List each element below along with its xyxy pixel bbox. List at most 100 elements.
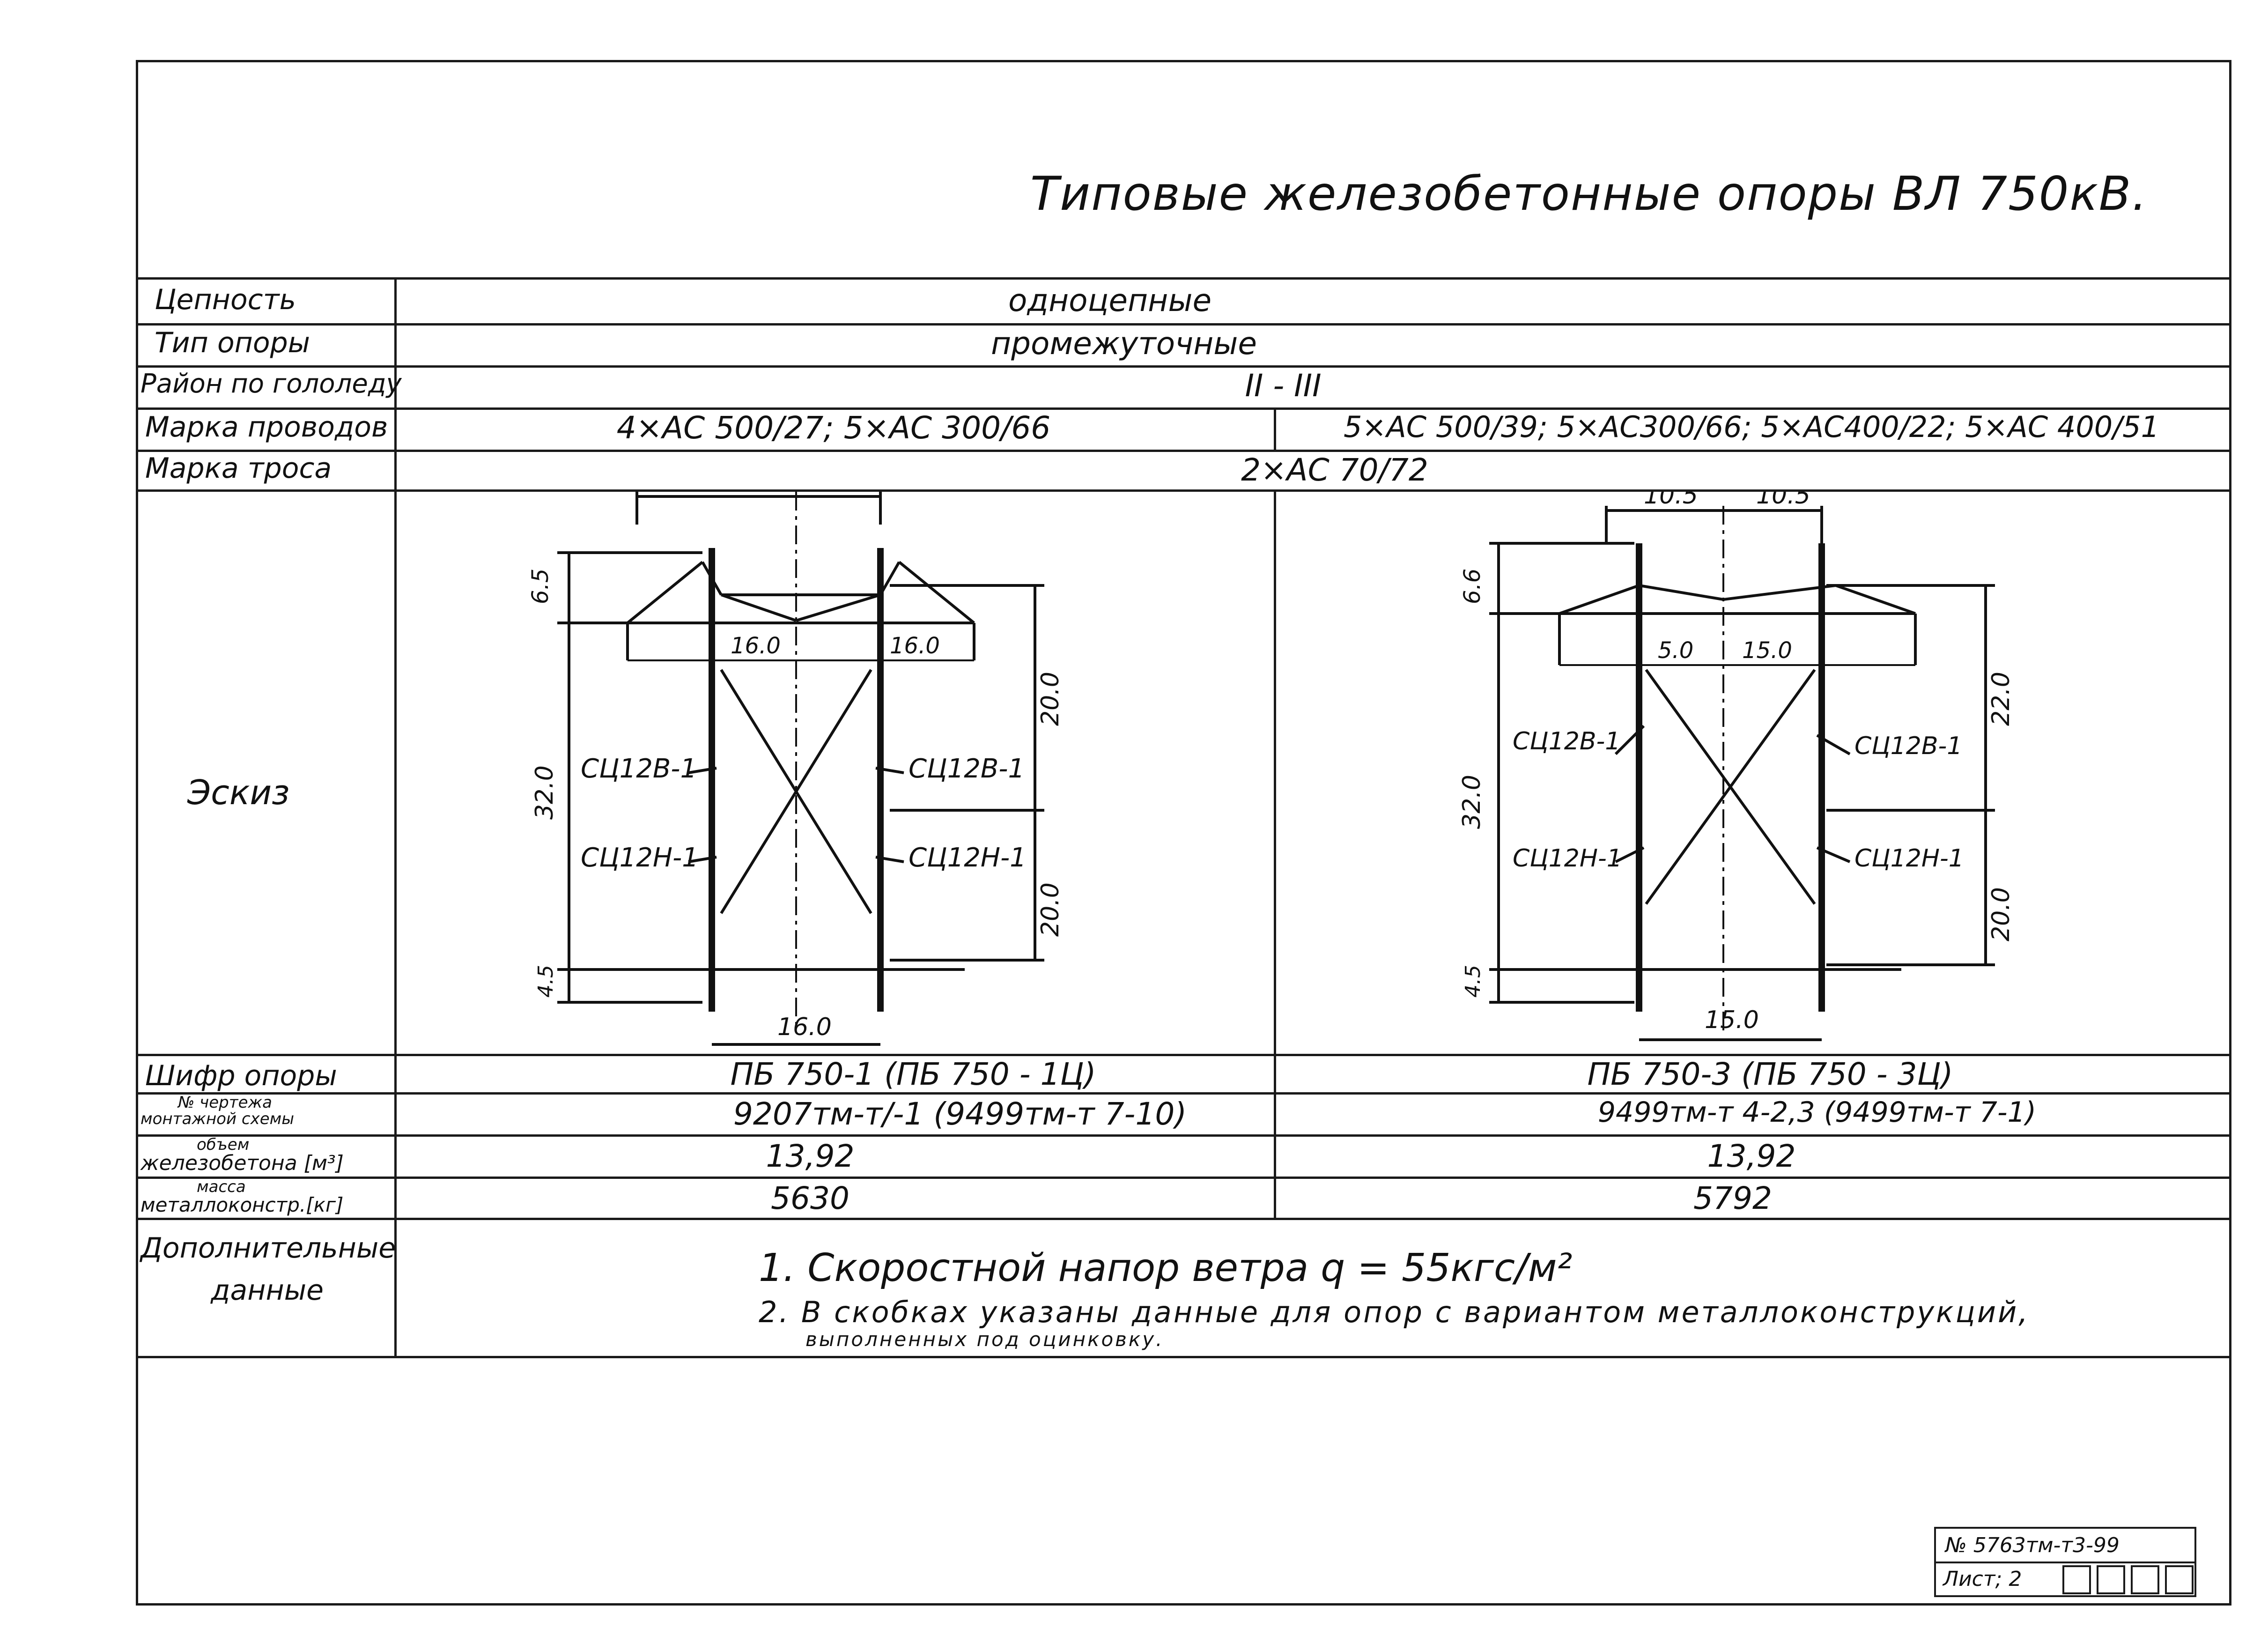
dim-cross-left: 5.0 [1658, 637, 1693, 664]
row-line [136, 1054, 2231, 1056]
note-3: выполненных под оцинковку. [805, 1328, 1164, 1351]
row-line [136, 450, 2231, 452]
dim-right-lower: 20.0 [1036, 882, 1064, 937]
arm [1835, 584, 1916, 615]
stamp-cell [2062, 1565, 2091, 1594]
document-title: Типовые железобетонные опоры ВЛ 750кВ. [1030, 166, 2148, 221]
ice-value: II - III [1245, 368, 1322, 404]
row-line [136, 1134, 2231, 1137]
leader [875, 856, 904, 863]
row-line [136, 1177, 2231, 1179]
post-lower-left-label: СЦ12Н-1 [581, 843, 699, 873]
drawing-left-value: 9207тм-т/-1 (9499тм-т 7-10) [733, 1096, 1187, 1132]
drawing-frame [136, 60, 2231, 1606]
chains-value: одноцепные [1008, 282, 1212, 318]
brace [720, 669, 872, 914]
stamp-sheet-label: Лист; 2 [1943, 1567, 2022, 1591]
volume-label-2: железобетона [м³] [140, 1151, 344, 1175]
sketch-right: 10.5 10.5 5.0 15.0 6.6 32.0 4.5 22.0 20.… [1458, 492, 2015, 1041]
stamp-cell [2097, 1565, 2125, 1594]
stamp-number: № 5763тм-т3-99 [1945, 1533, 2120, 1557]
stamp-box: № 5763тм-т3-99 Лист; 2 [1934, 1527, 2196, 1597]
mass-left-value: 5630 [771, 1180, 850, 1216]
stamp-cells [2062, 1565, 2194, 1594]
dim-top-right: 10.5 [1756, 492, 1810, 510]
row-line [136, 489, 2231, 492]
type-value: промежуточные [990, 326, 1257, 362]
dim-top-left: 11.8 [721, 492, 776, 496]
wire-right-value: 5×АС 500/39; 5×АС300/66; 5×АС400/22; 5×А… [1343, 410, 2160, 444]
dim-right-upper: 20.0 [1036, 672, 1064, 726]
dim-cross-right: 16.0 [890, 633, 940, 659]
row-line [136, 1218, 2231, 1220]
post-upper-right-label: СЦ12В-1 [1854, 732, 1962, 760]
label-column-line [394, 277, 397, 1356]
dim-height-bottom: 4.5 [534, 965, 558, 998]
dim-right-lower: 20.0 [1987, 887, 2015, 941]
dim-height-total: 32.0 [1458, 775, 1486, 829]
stamp-cell [2165, 1565, 2194, 1594]
row-line [136, 1356, 2231, 1358]
arm [627, 561, 703, 624]
dim-right-upper: 22.0 [1987, 672, 2015, 726]
code-left-value: ПБ 750-1 (ПБ 750 - 1Ц) [730, 1056, 1096, 1092]
dim-height-top: 6.5 [527, 569, 554, 604]
code-label: Шифр опоры [145, 1059, 337, 1092]
ice-label: Район по гололеду [140, 369, 402, 399]
cable-value: 2×АС 70/72 [1241, 452, 1428, 488]
beam [1723, 584, 1836, 601]
dim-height-top: 6.6 [1459, 569, 1485, 604]
leader [688, 856, 717, 863]
post-lower-left-label: СЦ12Н-1 [1513, 844, 1622, 873]
post-upper-right-label: СЦ12В-1 [909, 754, 1025, 784]
cable-label: Марка троса [145, 452, 332, 485]
drawing-right-value: 9499тм-т 4-2,3 (9499тм-т 7-1) [1597, 1096, 2037, 1129]
volume-label-1: объем [197, 1135, 250, 1154]
arm [898, 561, 975, 624]
brace [1645, 669, 1816, 905]
leader [688, 767, 717, 774]
dim-top-left: 10.5 [1644, 492, 1698, 510]
mass-label-1: масса [197, 1177, 246, 1196]
volume-left-value: 13,92 [766, 1138, 855, 1174]
code-right-value: ПБ 750-3 (ПБ 750 - 3Ц) [1587, 1056, 1953, 1092]
wire-left-value: 4×АС 500/27; 5×АС 300/66 [616, 410, 1051, 446]
note-1: 1. Скоростной напор ветра q = 55кгс/м² [759, 1246, 1573, 1290]
sketch-label: Эскиз [187, 773, 290, 812]
volume-right-value: 13,92 [1707, 1138, 1796, 1174]
dim-height-bottom: 4.5 [1461, 965, 1485, 998]
extra-label-1: Дополнительные [140, 1232, 396, 1265]
post-upper-left-label: СЦ12В-1 [581, 754, 697, 784]
post-lower-right-label: СЦ12Н-1 [909, 843, 1027, 873]
note-2: 2. В скобках указаны данные для опор с в… [759, 1295, 2030, 1329]
beam [1639, 584, 1724, 601]
dim-base: 15.0 [1705, 1006, 1759, 1034]
leader [1615, 846, 1645, 863]
dim-top-right: 11.8 [834, 492, 888, 496]
stamp-divider [1936, 1562, 2194, 1563]
dim-height-total: 32.0 [531, 765, 559, 820]
post-upper-left-label: СЦ12В-1 [1513, 727, 1620, 755]
mass-label-2: металлоконстр.[кг] [140, 1193, 344, 1216]
drawing-label-2: монтажной схемы [140, 1110, 295, 1128]
leader [1816, 734, 1851, 755]
row-line [136, 407, 2231, 410]
row-line [136, 323, 2231, 326]
leader [875, 767, 904, 774]
mass-right-value: 5792 [1693, 1180, 1772, 1216]
type-label: Тип опоры [155, 326, 310, 359]
chains-label: Цепность [155, 283, 296, 316]
row-line [136, 365, 2231, 368]
wire-label: Марка проводов [145, 411, 388, 444]
drawing-label-1: № чертежа [178, 1093, 272, 1112]
middle-split-line [1274, 407, 1276, 450]
leader [1816, 846, 1851, 863]
sketch-left: 11.8 11.8 16.0 16.0 6.5 32.0 4.5 20.0 20… [527, 492, 1064, 1046]
extra-label-2: данные [211, 1274, 324, 1307]
dim-cross-left: 16.0 [731, 633, 781, 659]
arm [1559, 584, 1640, 615]
beam [796, 593, 881, 622]
dim-base: 16.0 [777, 1013, 832, 1041]
stamp-cell [2131, 1565, 2159, 1594]
row-line [136, 1092, 2231, 1095]
